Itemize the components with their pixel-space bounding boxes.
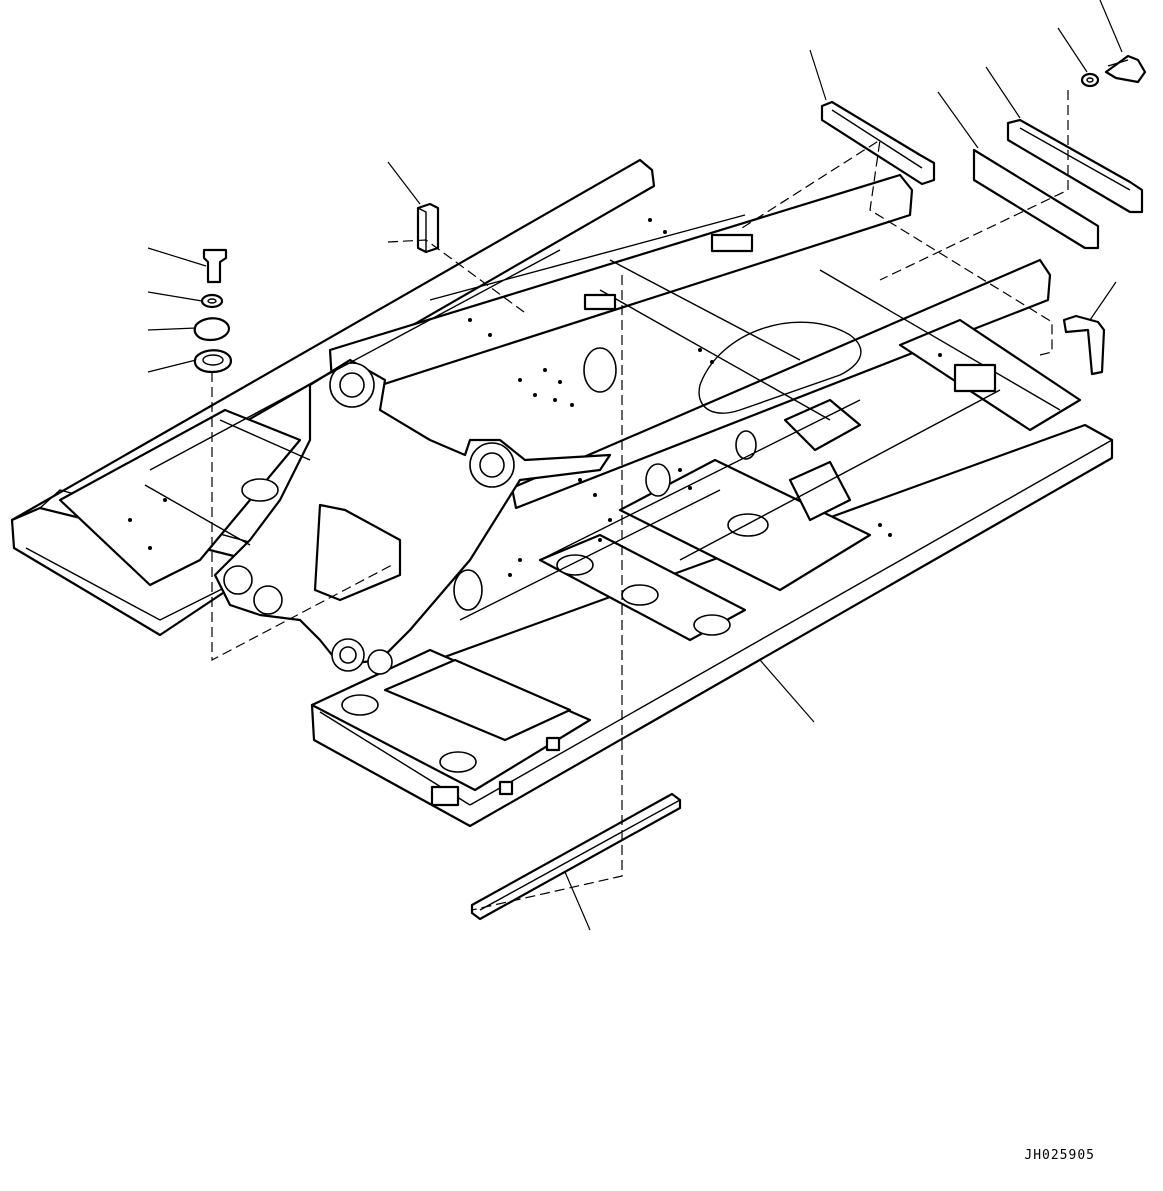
side-mount-box (788, 460, 852, 522)
bracket-right (1062, 314, 1106, 376)
shim-plate (1006, 118, 1144, 214)
access-hole-2 (453, 569, 483, 611)
washer-left (200, 293, 224, 309)
plate-support (972, 148, 1100, 250)
center-mount-box (783, 398, 862, 452)
boom-pin-boss-low-mid (253, 585, 283, 615)
side-floor-plate (383, 658, 572, 742)
boom-bracket-outer (213, 358, 612, 667)
bolt-right (1104, 54, 1147, 84)
access-hole-3 (583, 347, 617, 393)
block-small (416, 202, 440, 254)
mount-pad-1 (583, 293, 617, 311)
access-hole-1 (241, 478, 279, 502)
access-hole-9 (693, 614, 731, 636)
bolt-left (202, 248, 228, 284)
center-lines (211, 90, 1069, 911)
mount-pad-2 (710, 233, 754, 253)
side-lug-2 (498, 780, 514, 796)
boom-pin-boss-bottom-right (367, 649, 393, 675)
access-hole-7 (556, 554, 594, 576)
access-hole-4 (645, 463, 671, 497)
side-latch (430, 785, 460, 807)
revolving-frame-assembly (10, 158, 1114, 828)
side-lug-1 (545, 736, 561, 752)
o-ring (193, 349, 232, 374)
access-hole-10 (341, 694, 379, 716)
access-hole-8 (621, 584, 659, 606)
mount-pad-3 (953, 363, 997, 393)
center-oval-recess (698, 321, 862, 414)
access-hole-6 (727, 513, 769, 537)
plate-cover (820, 100, 936, 186)
drawing-code-label: JH025905 (1024, 1148, 1095, 1163)
boom-bracket-inner (313, 503, 402, 602)
bottom-strip (470, 792, 682, 921)
access-hole-11 (439, 751, 477, 773)
washer-right (1080, 72, 1100, 88)
access-hole-5 (735, 430, 757, 460)
boom-pin-boss-low-left (223, 565, 253, 595)
lower-center-beam (510, 258, 1052, 510)
gasket (193, 317, 230, 342)
leader-lines (147, 0, 1123, 931)
